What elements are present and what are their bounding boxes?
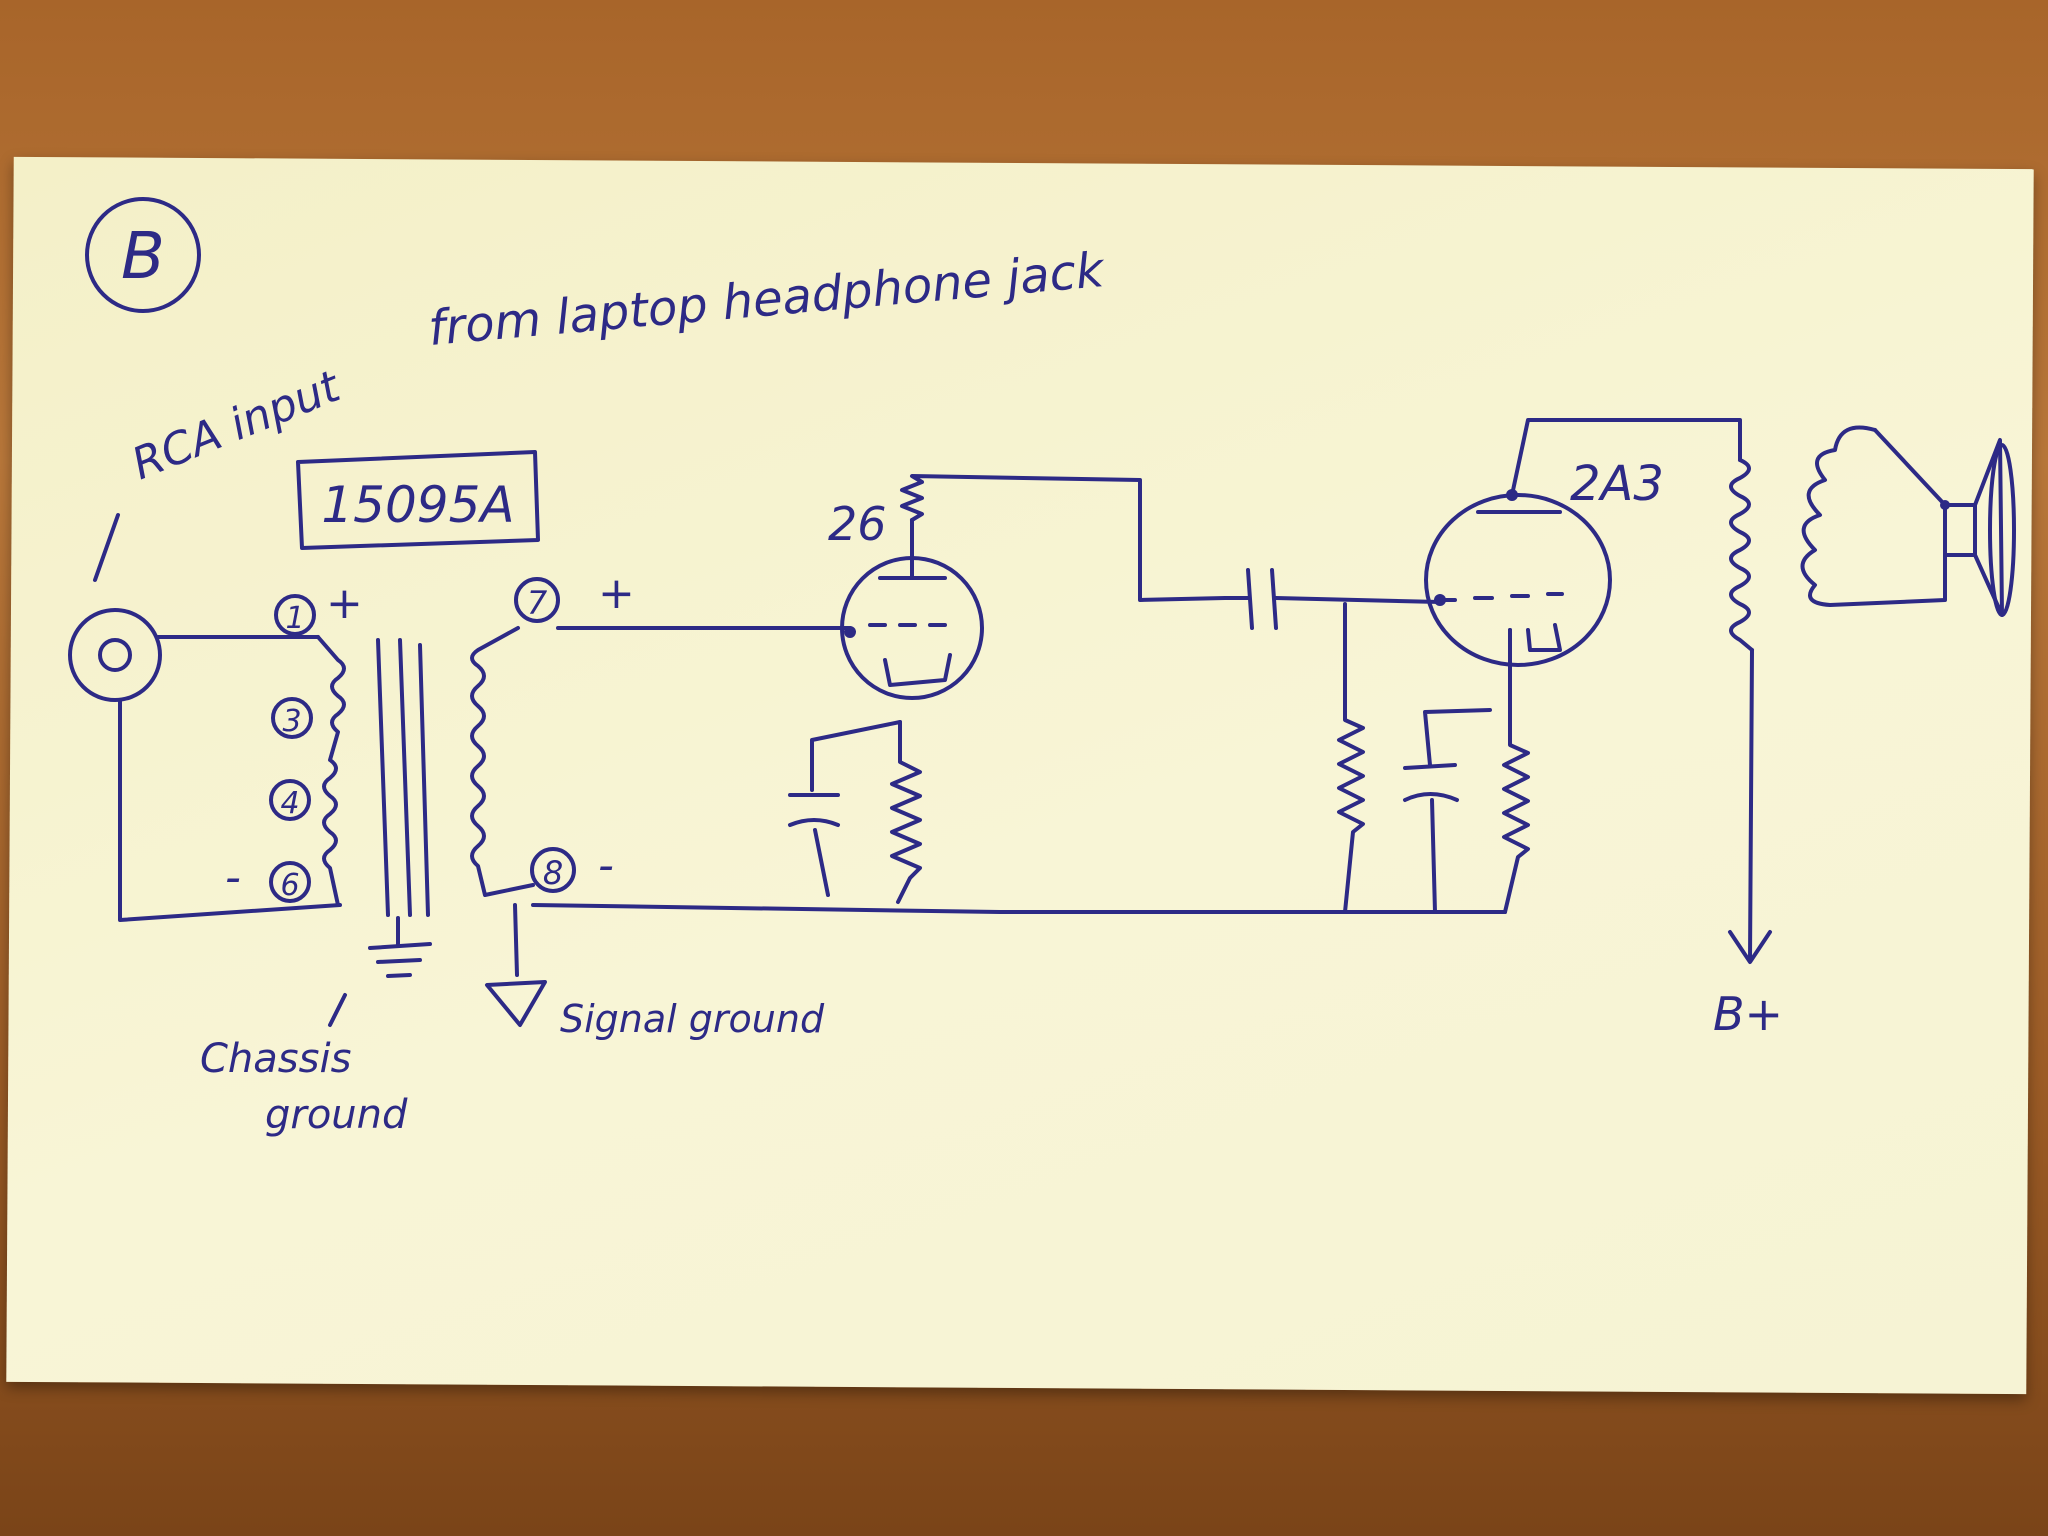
- title-leader-line: [93, 513, 120, 582]
- input-title-line1: RCA input: [125, 360, 348, 490]
- ground-bus: [531, 903, 1507, 914]
- transformer-secondary-coil: [470, 626, 535, 897]
- chassis-ground-leader: [328, 993, 347, 1027]
- driver-cathode-wire: [810, 720, 902, 792]
- output-transformer-secondary: [1800, 425, 1947, 607]
- transformer-core-line-2: [398, 638, 412, 917]
- speaker-lead-top: [1873, 428, 1947, 507]
- driver-tube-label: 26: [828, 497, 887, 551]
- secondary-pin-8: 8: [530, 847, 576, 893]
- secondary-minus: -: [598, 840, 614, 891]
- driver-plate-load: [900, 474, 1227, 602]
- rca-jack: [68, 608, 162, 702]
- svg-text:3: 3: [282, 704, 301, 739]
- output-tube-label: 2A3: [1570, 456, 1664, 512]
- b-plus-arrow: [1728, 930, 1772, 964]
- output-cathode-resistor: [1502, 628, 1530, 914]
- primary-pin-6: 6: [269, 861, 311, 903]
- primary-pin-1: 1: [274, 594, 316, 636]
- primary-minus: -: [225, 852, 241, 903]
- rca-return-wire: [118, 698, 342, 922]
- secondary-pin-7: 7: [514, 577, 560, 623]
- coupling-capacitor: [1223, 568, 1442, 630]
- driver-tube-26: [840, 518, 984, 700]
- chassis-ground-label-1: Chassis: [200, 1036, 351, 1082]
- output-transformer-primary: [1729, 458, 1754, 652]
- driver-cathode-capacitor: [788, 793, 840, 897]
- output-grid-resistor: [1337, 602, 1365, 914]
- svg-text:7: 7: [527, 584, 548, 622]
- output-plate-wire: [1510, 418, 1742, 497]
- secondary-plus: +: [598, 568, 635, 619]
- signal-ground-label: Signal ground: [560, 997, 825, 1041]
- transformer-core-line-3: [418, 643, 430, 917]
- chassis-ground-label-2: ground: [265, 1092, 408, 1138]
- b-plus-wire: [1748, 648, 1754, 962]
- output-tube-2a3: [1424, 489, 1612, 667]
- primary-pin-4: 4: [269, 779, 311, 821]
- b-plus-label: B+: [1713, 987, 1783, 1041]
- svg-text:8: 8: [543, 854, 563, 892]
- transformer-primary-coil: [316, 635, 346, 907]
- svg-text:4: 4: [280, 786, 299, 821]
- transformer-core-line-1: [376, 638, 390, 917]
- driver-cathode-resistor: [890, 720, 922, 904]
- sheet-mark-letter: B: [121, 220, 165, 294]
- transformer-part-number: 15095A: [321, 476, 514, 534]
- chassis-ground-symbol: [368, 916, 432, 978]
- signal-ground-wire: [513, 903, 519, 977]
- input-title-line2: from laptop headphone jack: [426, 242, 1108, 357]
- output-cathode-capacitor: [1403, 708, 1492, 914]
- sheet-mark: B: [85, 197, 201, 313]
- speaker-symbol: [1940, 438, 2016, 617]
- primary-plus: +: [326, 578, 363, 629]
- svg-text:6: 6: [280, 868, 299, 903]
- primary-pin-3: 3: [271, 697, 313, 739]
- signal-ground-symbol: [485, 980, 547, 1027]
- transformer-part-box: 15095A: [296, 450, 540, 550]
- svg-text:1: 1: [285, 601, 304, 636]
